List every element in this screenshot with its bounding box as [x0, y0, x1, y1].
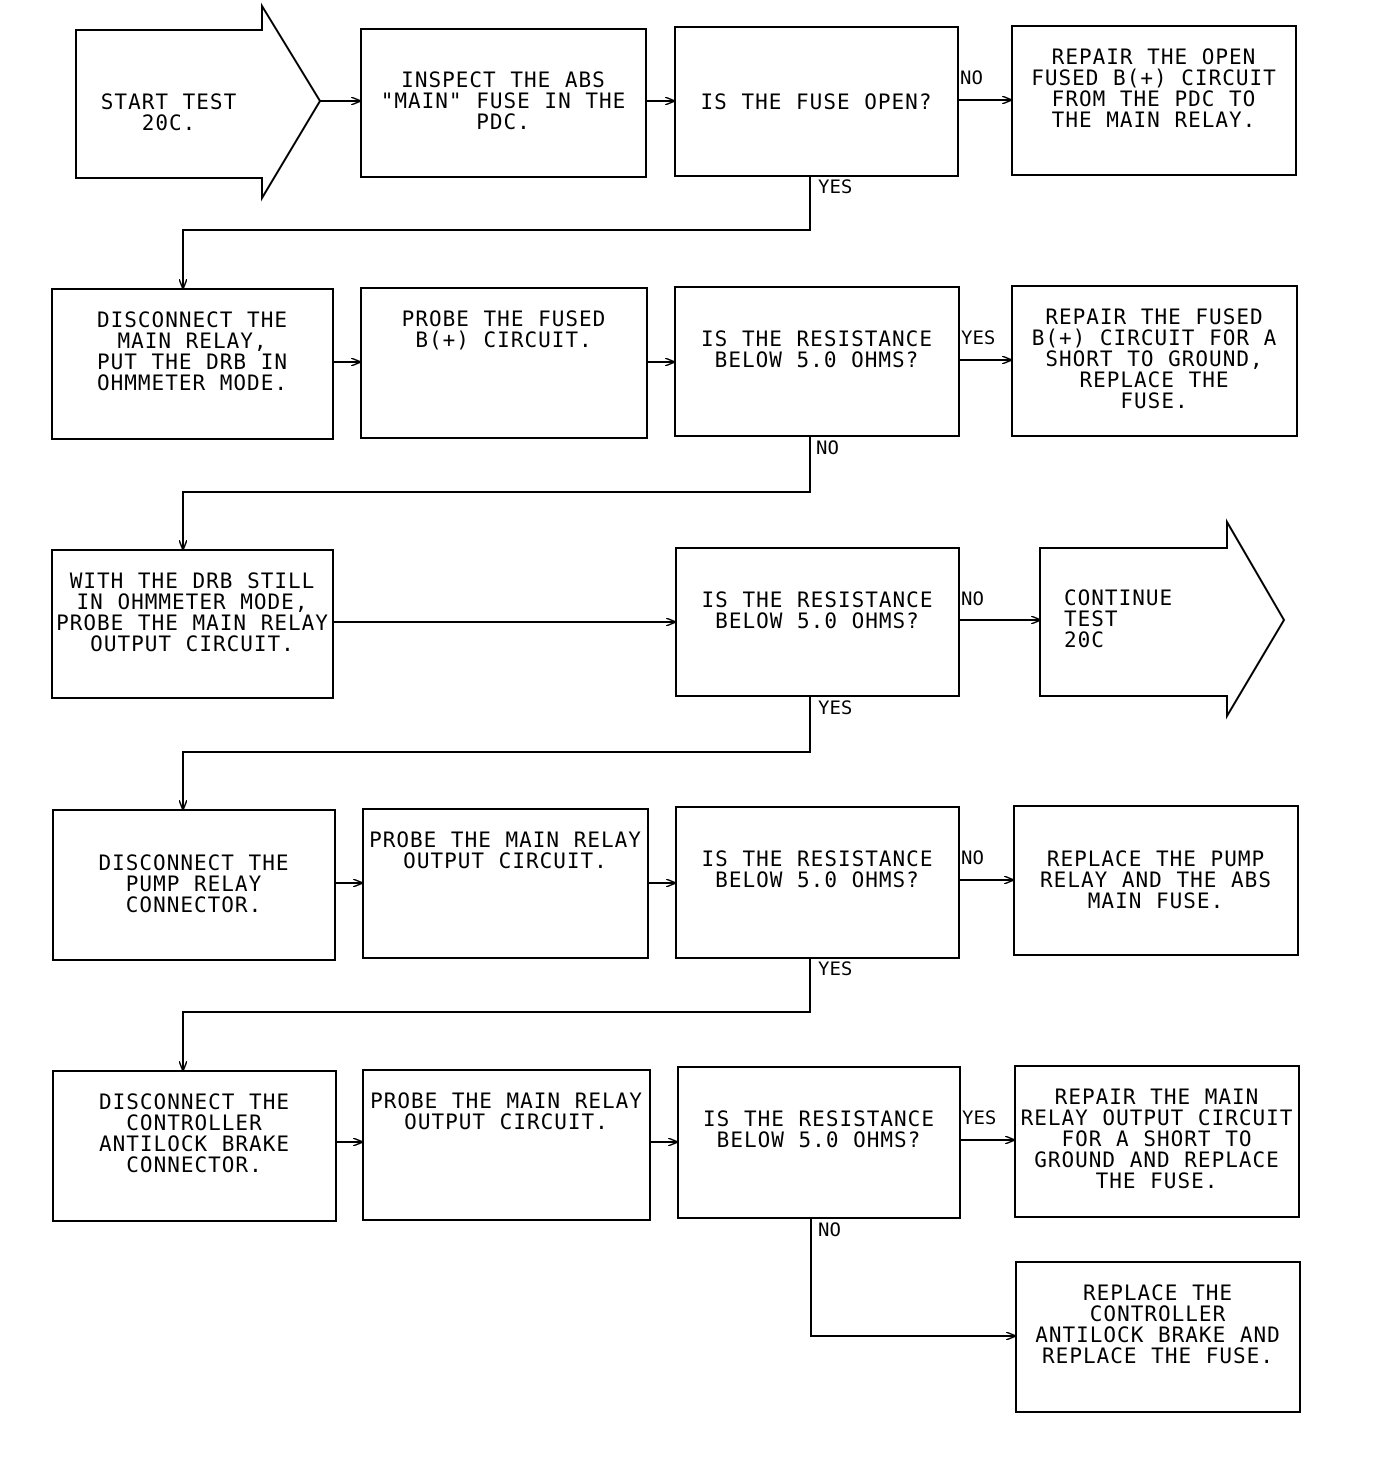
- res4-no-label: NO: [818, 1219, 841, 1241]
- repair-open-text: REPAIR THE OPEN FUSED B(+) CIRCUIT FROM …: [1031, 45, 1277, 132]
- repair-output-short-text: REPAIR THE MAIN RELAY OUTPUT CIRCUIT FOR…: [1020, 1085, 1294, 1193]
- res3-no-label: NO: [961, 847, 984, 869]
- start-node: START TEST 20C.: [100, 90, 238, 135]
- resistance-1-text: IS THE RESISTANCE BELOW 5.0 OHMS?: [701, 327, 933, 372]
- res2-no-label: NO: [961, 588, 984, 610]
- resistance-decision-4: IS THE RESISTANCE BELOW 5.0 OHMS?: [677, 1066, 961, 1219]
- fuse-open-decision: IS THE FUSE OPEN?: [674, 26, 959, 177]
- res3-yes-label: YES: [818, 958, 853, 980]
- start-arrow-shape: [75, 2, 322, 202]
- disconnect-pump-text: DISCONNECT THE PUMP RELAY CONNECTOR.: [98, 851, 290, 917]
- res2-yes-label: YES: [818, 697, 853, 719]
- continue-node: CONTINUE TEST 20C: [1064, 586, 1174, 652]
- disconnect-main-relay-box: DISCONNECT THE MAIN RELAY, PUT THE DRB I…: [51, 288, 334, 440]
- disconnect-main-relay-text: DISCONNECT THE MAIN RELAY, PUT THE DRB I…: [96, 308, 288, 395]
- replace-controller-box: REPLACE THE CONTROLLER ANTILOCK BRAKE AN…: [1015, 1261, 1301, 1413]
- res1-no-label: NO: [816, 437, 839, 459]
- fuse-open-text: IS THE FUSE OPEN?: [700, 90, 933, 114]
- fuse-open-no-label: NO: [960, 67, 983, 89]
- inspect-fuse-text: INSPECT THE ABS "MAIN" FUSE IN THE PDC.: [380, 68, 627, 134]
- probe-fused-text: PROBE THE FUSED B(+) CIRCUIT.: [401, 307, 607, 352]
- probe-output-1-box: PROBE THE MAIN RELAY OUTPUT CIRCUIT.: [362, 808, 649, 959]
- resistance-decision-2: IS THE RESISTANCE BELOW 5.0 OHMS?: [675, 547, 960, 697]
- fuse-open-yes-label: YES: [818, 176, 853, 198]
- continue-arrow-shape: [1039, 518, 1286, 720]
- probe-output-2-box: PROBE THE MAIN RELAY OUTPUT CIRCUIT.: [362, 1069, 651, 1221]
- probe-output-1-text: PROBE THE MAIN RELAY OUTPUT CIRCUIT.: [369, 828, 642, 873]
- probe-fused-box: PROBE THE FUSED B(+) CIRCUIT.: [360, 287, 648, 439]
- resistance-decision-3: IS THE RESISTANCE BELOW 5.0 OHMS?: [675, 806, 960, 959]
- replace-pump-box: REPLACE THE PUMP RELAY AND THE ABS MAIN …: [1013, 805, 1299, 956]
- resistance-2-text: IS THE RESISTANCE BELOW 5.0 OHMS?: [701, 588, 934, 633]
- repair-fused-short-box: REPAIR THE FUSED B(+) CIRCUIT FOR A SHOR…: [1011, 285, 1298, 437]
- replace-pump-text: REPLACE THE PUMP RELAY AND THE ABS MAIN …: [1040, 847, 1272, 913]
- resistance-4-text: IS THE RESISTANCE BELOW 5.0 OHMS?: [703, 1107, 935, 1152]
- replace-controller-text: REPLACE THE CONTROLLER ANTILOCK BRAKE AN…: [1035, 1281, 1281, 1368]
- inspect-fuse-box: INSPECT THE ABS "MAIN" FUSE IN THE PDC.: [360, 28, 647, 178]
- res4-yes-label: YES: [962, 1107, 997, 1129]
- res1-yes-label: YES: [961, 327, 996, 349]
- resistance-3-text: IS THE RESISTANCE BELOW 5.0 OHMS?: [701, 847, 934, 892]
- disconnect-pump-box: DISCONNECT THE PUMP RELAY CONNECTOR.: [52, 809, 336, 961]
- probe-output-ohm-text: WITH THE DRB STILL IN OHMMETER MODE, PRO…: [56, 569, 329, 656]
- resistance-decision-1: IS THE RESISTANCE BELOW 5.0 OHMS?: [674, 286, 960, 437]
- probe-output-2-text: PROBE THE MAIN RELAY OUTPUT CIRCUIT.: [370, 1089, 643, 1134]
- repair-open-box: REPAIR THE OPEN FUSED B(+) CIRCUIT FROM …: [1011, 25, 1297, 176]
- disconnect-controller-box: DISCONNECT THE CONTROLLER ANTILOCK BRAKE…: [52, 1070, 337, 1222]
- repair-fused-short-text: REPAIR THE FUSED B(+) CIRCUIT FOR A SHOR…: [1031, 305, 1278, 413]
- repair-output-short-box: REPAIR THE MAIN RELAY OUTPUT CIRCUIT FOR…: [1014, 1065, 1300, 1218]
- probe-output-ohm-box: WITH THE DRB STILL IN OHMMETER MODE, PRO…: [51, 549, 334, 699]
- disconnect-controller-text: DISCONNECT THE CONTROLLER ANTILOCK BRAKE…: [98, 1090, 290, 1177]
